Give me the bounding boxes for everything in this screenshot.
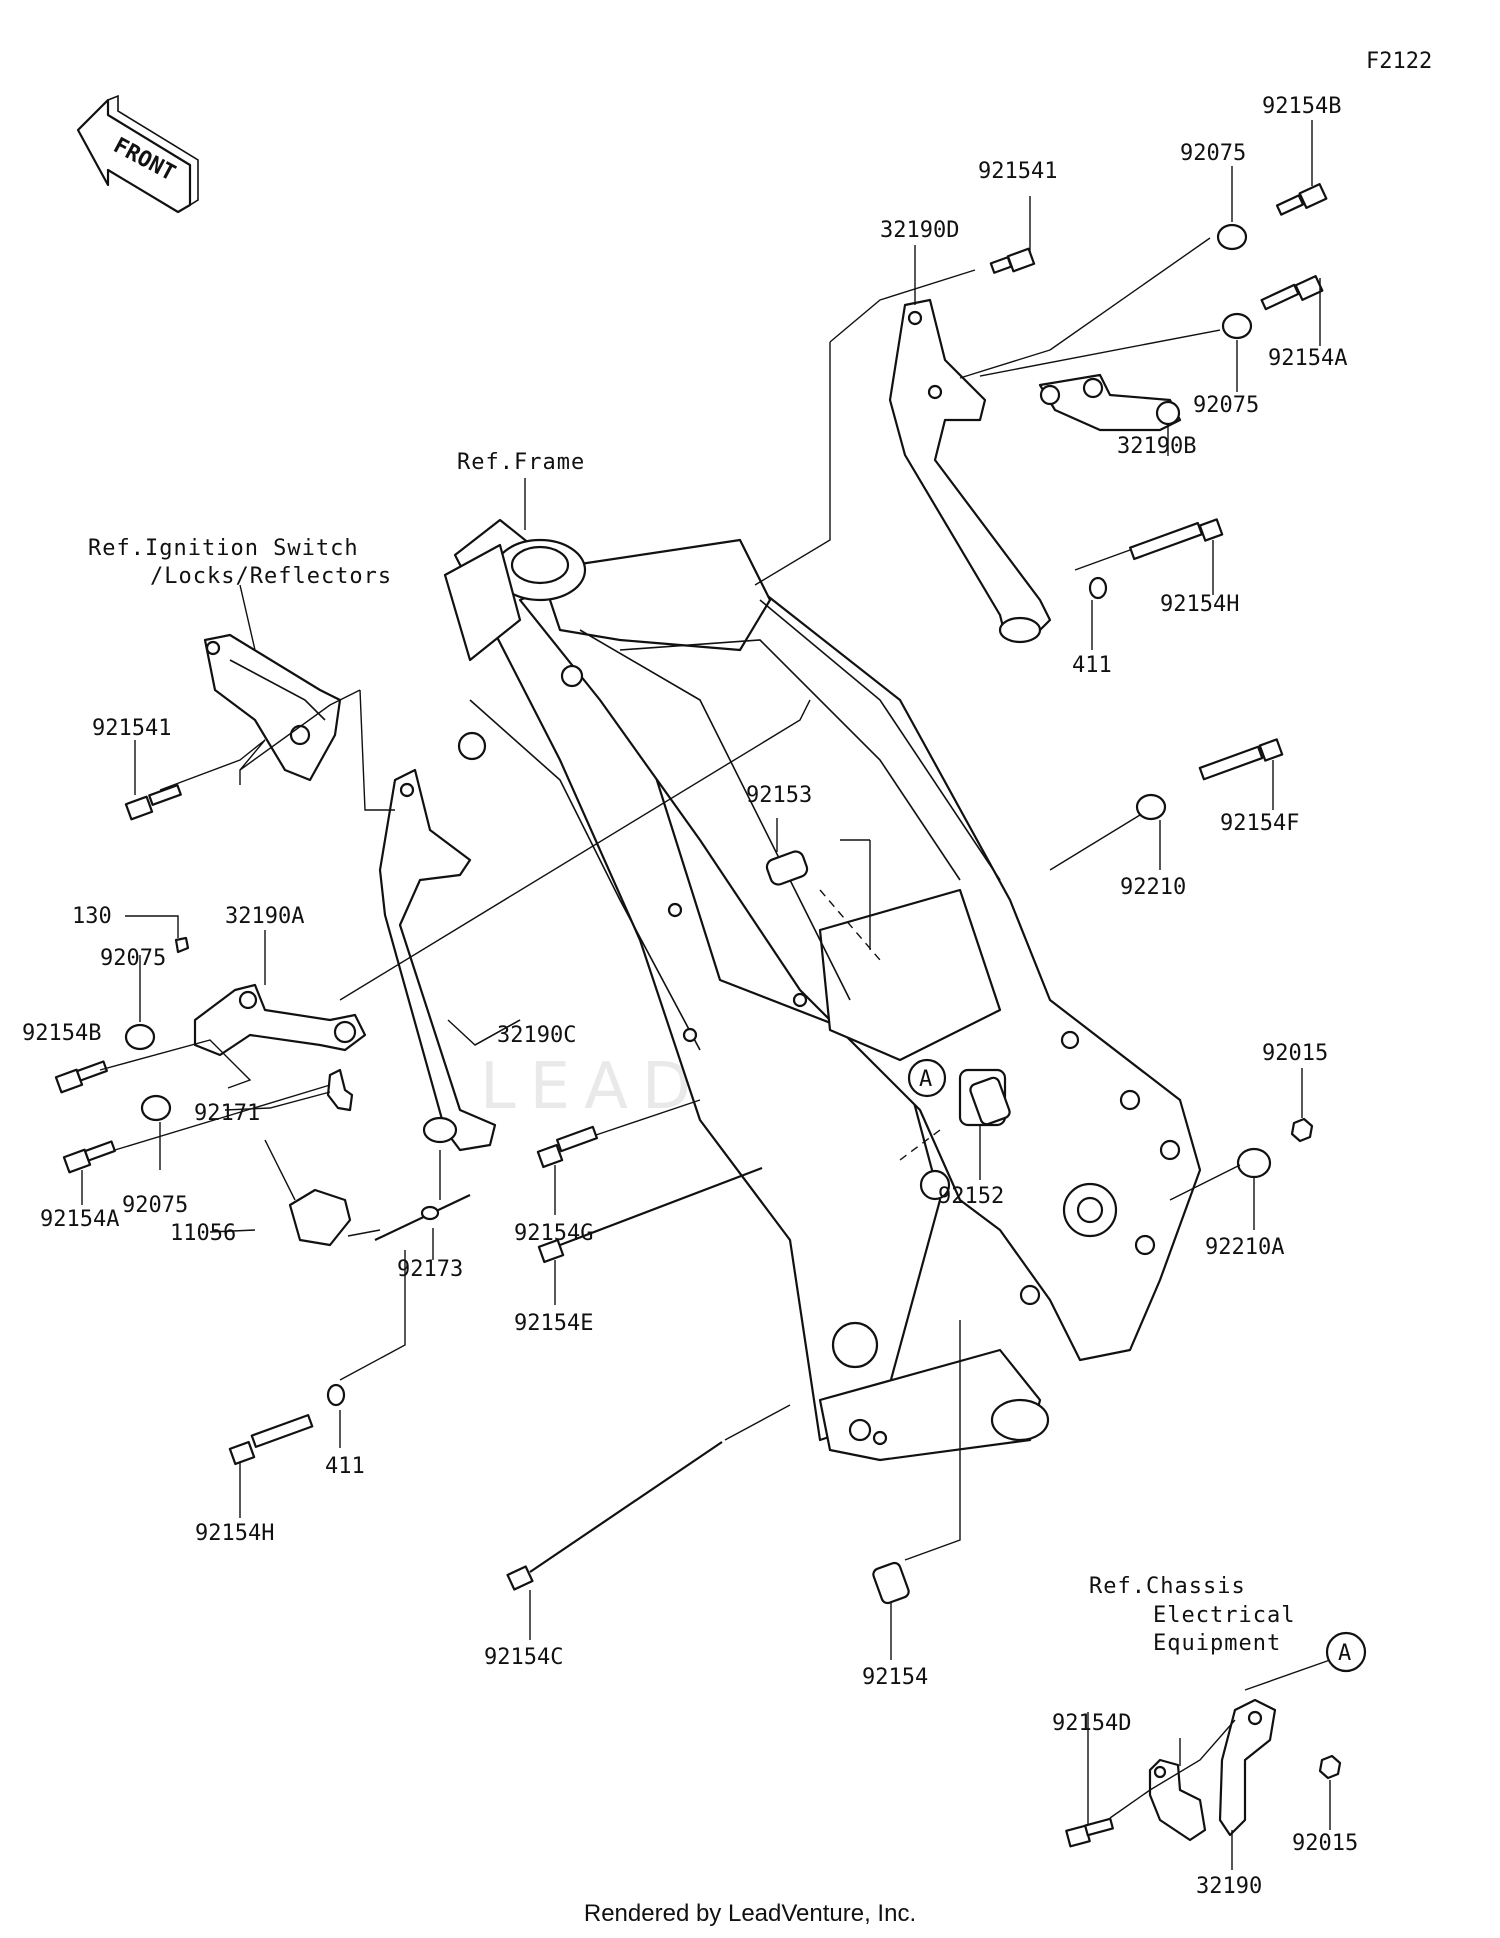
part-label-32190c: 32190C (497, 1023, 576, 1048)
bracket-32190 (1218, 1698, 1277, 1837)
bracket-32190d (888, 298, 1052, 644)
part-label-92154a-left: 92154A (40, 1207, 119, 1232)
part-label-11056: 11056 (170, 1221, 236, 1246)
ref-ignition-line2: /Locks/Reflectors (150, 564, 392, 589)
part-label-92015-right: 92015 (1262, 1041, 1328, 1066)
bracket-chassis-electrical (1148, 1758, 1207, 1842)
bottom-right-fasteners (1065, 1754, 1342, 1848)
callout-a-label-bottom: A (1338, 1641, 1351, 1666)
part-label-32190d: 32190D (880, 218, 959, 243)
part-label-92015-bottom: 92015 (1292, 1831, 1358, 1856)
top-fasteners (989, 183, 1328, 1179)
bracket-11056 (288, 1188, 352, 1247)
part-label-92171: 92171 (194, 1101, 260, 1126)
part-label-130: 130 (72, 904, 112, 929)
clip-92171 (326, 1068, 354, 1112)
callout-a-marker-bottom (1325, 1631, 1367, 1673)
callout-a-marker-frame (907, 1058, 947, 1098)
part-label-411-right: 411 (1072, 653, 1112, 678)
leaders-bottom-right (1087, 1659, 1331, 1870)
part-label-92154a-top: 92154A (1268, 346, 1347, 371)
callout-a-label-frame: A (919, 1067, 932, 1092)
part-label-92210: 92210 (1120, 875, 1186, 900)
front-arrow-icon: FRONT (76, 94, 199, 214)
part-label-92154h-left: 92154H (195, 1521, 274, 1546)
leaders-left (81, 584, 981, 1660)
part-label-92154i-left: 921541 (92, 716, 171, 741)
left-fasteners (54, 784, 1011, 1605)
part-label-92075-mid: 92075 (1193, 393, 1259, 418)
diagram-code: F2122 (1366, 49, 1432, 74)
part-label-92173: 92173 (397, 1257, 463, 1282)
rendered-by-footer: Rendered by LeadVenture, Inc. (583, 1900, 917, 1927)
part-label-92154: 92154 (862, 1665, 928, 1690)
ref-ignition-line1: Ref.Ignition Switch (88, 536, 359, 561)
bracket-32190a (193, 983, 367, 1057)
part-label-92075-left: 92075 (100, 946, 166, 971)
ignition-bracket (203, 633, 342, 782)
part-label-92154c: 92154C (484, 1645, 563, 1670)
part-label-92154g: 92154G (514, 1221, 593, 1246)
part-label-32190a: 32190A (225, 904, 304, 929)
part-label-92154i-top: 921541 (978, 159, 1057, 184)
part-label-92154b-left: 92154B (22, 1021, 101, 1046)
bracket-32190c (378, 768, 497, 1152)
part-label-32190: 32190 (1196, 1874, 1262, 1899)
part-label-92154d: 92154D (1052, 1711, 1131, 1736)
part-label-92153: 92153 (746, 783, 812, 808)
ref-chassis-line1: Ref.Chassis (1089, 1574, 1246, 1599)
part-label-92152: 92152 (938, 1184, 1004, 1209)
part-label-92210a: 92210A (1205, 1235, 1284, 1260)
pin-92173 (374, 1194, 471, 1241)
ref-chassis-line3: Equipment (1153, 1631, 1281, 1656)
bracket-32190b (1038, 373, 1182, 432)
leaders-top-right (754, 120, 1321, 1230)
ref-frame-label: Ref.Frame (457, 450, 585, 475)
part-label-92154b-top: 92154B (1262, 94, 1341, 119)
part-label-92075-lower: 92075 (122, 1193, 188, 1218)
part-label-92154e: 92154E (514, 1311, 593, 1336)
part-label-92154h-right: 92154H (1160, 592, 1239, 617)
part-label-92075-top: 92075 (1180, 141, 1246, 166)
part-label-92154f: 92154F (1220, 811, 1299, 836)
main-frame: A (443, 518, 1202, 1462)
ref-chassis-line2: Electrical (1153, 1603, 1295, 1628)
part-label-32190b: 32190B (1117, 434, 1196, 459)
part-label-411-left: 411 (325, 1454, 365, 1479)
